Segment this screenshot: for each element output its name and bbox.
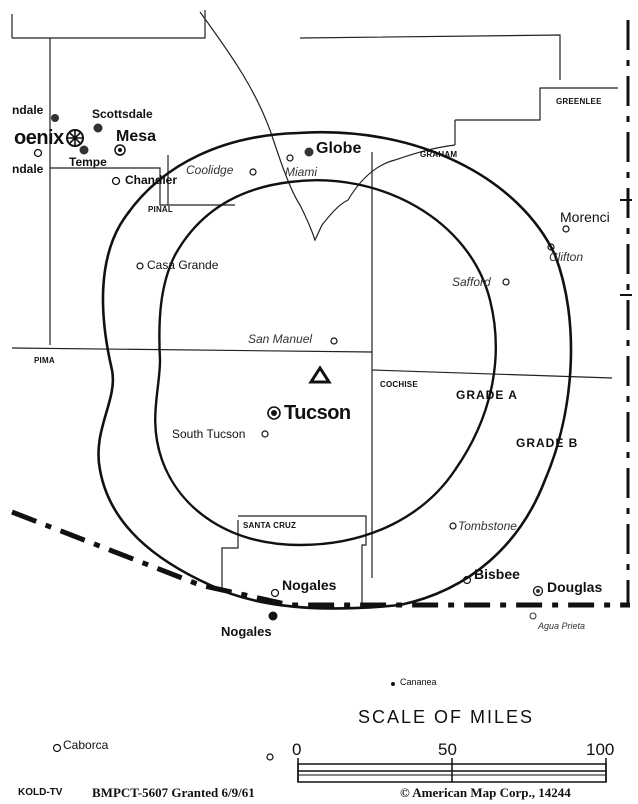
grade-b-contour <box>97 130 573 610</box>
scale-tick-100: 100 <box>586 740 615 759</box>
phoenix-star-icon <box>66 129 84 147</box>
city-label-tucson: Tucson <box>284 402 351 424</box>
city-label-casa-grande: Casa Grande <box>147 258 219 272</box>
city-label-tombstone: Tombstone <box>458 519 517 533</box>
city-label-scottsdale: Scottsdale <box>92 107 153 121</box>
city-label-nogales-us: Nogales <box>282 577 337 593</box>
international-border <box>11 509 630 608</box>
permit-text: BMPCT-5607 Granted 6/9/61 <box>92 785 255 800</box>
city-label-safford: Safford <box>452 275 491 289</box>
county-label-pima: PIMA <box>34 356 55 365</box>
city-label-coolidge: Coolidge <box>186 163 234 177</box>
safford-dot <box>502 278 510 286</box>
station-callsign: KOLD-TV <box>18 787 63 798</box>
nogales-mx-dot <box>268 611 278 621</box>
city-label-miami: Miami <box>285 165 317 179</box>
caborca-dot <box>52 743 62 753</box>
city-label-glendale-top: ndale <box>12 103 44 117</box>
city-label-bisbee: Bisbee <box>474 566 520 582</box>
county-label-cochise: COCHISE <box>380 380 418 389</box>
tombstone-dot <box>449 522 457 530</box>
county-label-greenlee: GREENLEE <box>556 97 602 106</box>
scale-tick-0: 0 <box>292 740 302 759</box>
city-label-glendale-bottom: ndale <box>12 162 44 176</box>
globe-dot <box>304 147 314 157</box>
nogales-us-dot <box>270 588 280 598</box>
city-label-mesa: Mesa <box>116 128 157 145</box>
city-label-nogales-mx: Nogales <box>221 624 272 639</box>
transmitter-icon <box>308 365 332 384</box>
chandler-dot <box>111 176 121 186</box>
grade-a-label: GRADE A <box>456 388 518 402</box>
south-tucson-dot <box>261 430 269 438</box>
city-label-south-tucson: South Tucson <box>172 427 246 441</box>
scale-bar <box>297 758 607 783</box>
tucson-marker <box>267 406 281 420</box>
grade-a-contour <box>154 179 497 547</box>
casa-grande-dot <box>136 262 144 270</box>
grade-b-label: GRADE B <box>516 436 579 450</box>
city-label-san-manuel: San Manuel <box>248 332 313 346</box>
glendale-dot <box>51 114 59 122</box>
san-manuel-dot <box>330 337 338 345</box>
city-label-clifton: Clifton <box>549 250 584 264</box>
city-label-chandler: Chandler <box>125 173 178 187</box>
douglas-dot <box>532 585 544 597</box>
right-border-ticks <box>620 199 632 296</box>
city-label-cananea: Cananea <box>400 677 437 687</box>
cananea-dot <box>391 682 395 686</box>
tempe-dot <box>79 145 89 155</box>
city-label-globe: Globe <box>316 140 362 157</box>
county-label-santa-cruz: SANTA CRUZ <box>243 521 297 530</box>
city-label-tempe: Tempe <box>69 155 107 169</box>
bisbee-dot <box>462 575 472 585</box>
agua-prieta-dot <box>529 612 537 620</box>
city-label-agua-prieta: Agua Prieta <box>538 621 586 631</box>
copyright-text: © American Map Corp., 14244 <box>400 785 571 800</box>
city-label-morenci: Morenci <box>560 209 610 225</box>
scale-title: SCALE OF MILES <box>358 707 535 727</box>
glendale-circle <box>33 148 43 158</box>
mesa-dot <box>114 144 126 156</box>
morenci-dot <box>562 225 570 233</box>
city-label-caborca: Caborca <box>63 738 109 752</box>
county-label-pinal: PINAL <box>148 205 173 214</box>
scale-tick-50: 50 <box>438 740 457 759</box>
city-label-douglas: Douglas <box>547 579 603 595</box>
scottsdale-dot <box>93 123 103 133</box>
coolidge-dot <box>249 168 257 176</box>
clifton-dot <box>547 243 555 251</box>
miami-dot <box>286 154 294 162</box>
altar-dot <box>266 753 274 761</box>
city-label-phoenix: oenix <box>14 127 64 149</box>
county-label-graham: GRAHAM <box>420 150 458 159</box>
city-markers <box>33 114 570 761</box>
